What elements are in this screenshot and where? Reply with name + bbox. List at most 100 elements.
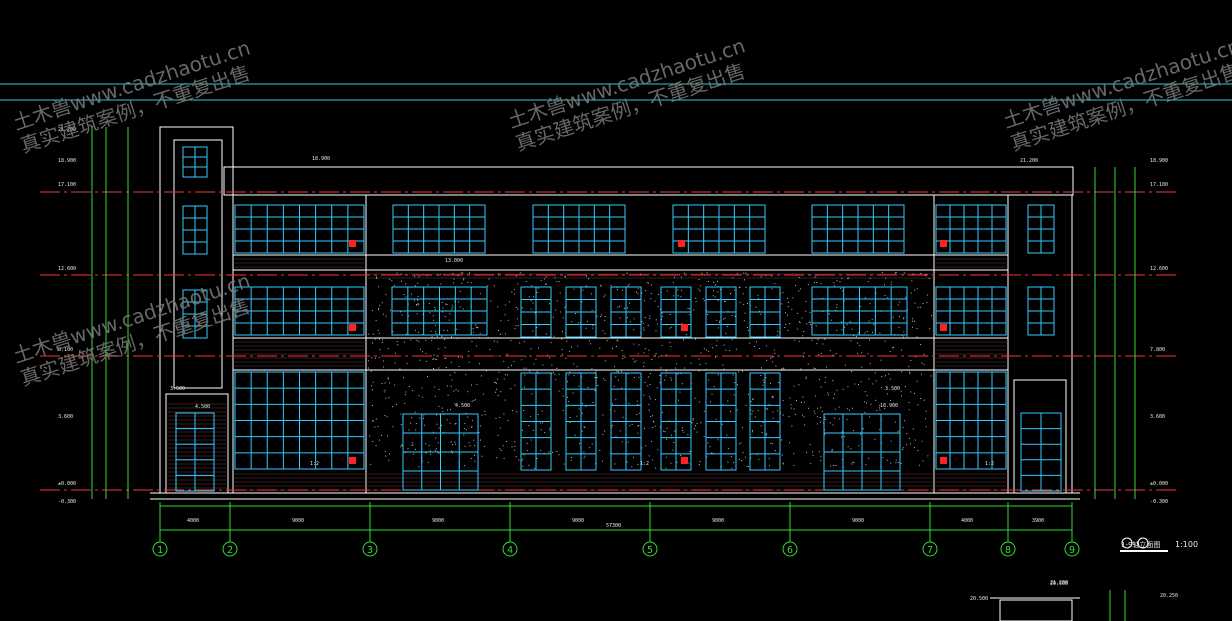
- speckle-dot: [387, 348, 389, 350]
- speckle-dot: [396, 272, 398, 274]
- speckle-dot: [790, 404, 792, 406]
- speckle-dot: [558, 373, 560, 375]
- speckle-dot: [722, 364, 724, 366]
- speckle-dot: [517, 308, 519, 310]
- speckle-dot: [505, 333, 506, 335]
- speckle-dot: [809, 311, 811, 313]
- speckle-dot: [411, 444, 413, 446]
- speckle-dot: [842, 290, 844, 292]
- speckle-dot: [854, 383, 856, 385]
- speckle-dot: [616, 339, 618, 341]
- speckle-dot: [849, 321, 851, 323]
- speckle-dot: [582, 289, 584, 291]
- speckle-dot: [455, 423, 457, 424]
- speckle-dot: [643, 428, 645, 429]
- speckle-dot: [581, 452, 583, 454]
- speckle-dot: [451, 450, 453, 452]
- speckle-dot: [665, 456, 667, 458]
- speckle-dot: [829, 350, 831, 352]
- speckle-dot: [836, 304, 838, 306]
- speckle-dot: [474, 399, 476, 401]
- speckle-dot: [865, 464, 867, 466]
- speckle-dot: [835, 309, 837, 311]
- speckle-dot: [566, 340, 568, 342]
- speckle-dot: [487, 285, 489, 287]
- speckle-dot: [678, 399, 679, 401]
- speckle-dot: [673, 295, 674, 297]
- speckle-dot: [783, 368, 785, 370]
- left-level-label: ±0.000: [58, 481, 76, 487]
- speckle-dot: [573, 363, 575, 365]
- speckle-dot: [372, 420, 374, 422]
- speckle-dot: [733, 462, 735, 463]
- speckle-dot: [923, 354, 925, 356]
- speckle-dot: [768, 458, 770, 460]
- speckle-dot: [622, 358, 624, 360]
- speckle-dot: [760, 276, 762, 278]
- speckle-dot: [735, 348, 737, 350]
- speckle-dot: [372, 420, 373, 422]
- speckle-dot: [597, 385, 599, 386]
- speckle-dot: [573, 288, 575, 290]
- speckle-dot: [770, 357, 772, 359]
- speckle-dot: [540, 429, 542, 431]
- speckle-dot: [847, 446, 849, 448]
- speckle-dot: [523, 367, 525, 369]
- speckle-dot: [384, 389, 386, 391]
- speckle-dot: [530, 439, 532, 441]
- speckle-dot: [400, 273, 402, 275]
- red-marker: [681, 324, 688, 331]
- speckle-dot: [586, 320, 588, 322]
- speckle-dot: [387, 377, 389, 379]
- speckle-dot: [672, 282, 674, 284]
- speckle-dot: [756, 341, 757, 343]
- speckle-dot: [552, 451, 553, 453]
- speckle-dot: [405, 333, 407, 335]
- speckle-dot: [410, 339, 412, 341]
- speckle-dot: [530, 308, 532, 310]
- speckle-dot: [820, 421, 822, 423]
- speckle-dot: [691, 422, 693, 424]
- speckle-dot: [540, 280, 542, 282]
- speckle-dot: [495, 382, 497, 384]
- speckle-dot: [643, 329, 645, 331]
- speckle-dot: [430, 330, 432, 332]
- speckle-dot: [787, 329, 789, 331]
- speckle-dot: [498, 273, 500, 275]
- speckle-dot: [752, 430, 754, 431]
- speckle-dot: [658, 356, 660, 358]
- speckle-dot: [703, 436, 705, 438]
- speckle-dot: [572, 392, 574, 394]
- speckle-dot: [917, 306, 919, 308]
- speckle-dot: [866, 402, 867, 404]
- speckle-dot: [922, 460, 924, 462]
- speckle-dot: [405, 283, 407, 285]
- speckle-dot: [922, 303, 924, 304]
- speckle-dot: [408, 429, 410, 431]
- speckle-dot: [454, 371, 456, 373]
- speckle-dot: [588, 278, 589, 280]
- speckle-dot: [471, 400, 473, 402]
- speckle-dot: [796, 328, 798, 330]
- speckle-dot: [514, 384, 516, 386]
- elevation-label: 4.500: [455, 403, 470, 409]
- speckle-dot: [903, 420, 905, 422]
- speckle-dot: [448, 319, 450, 321]
- speckle-dot: [912, 326, 914, 328]
- speckle-dot: [433, 368, 434, 369]
- speckle-dot: [473, 331, 475, 333]
- speckle-dot: [445, 303, 447, 305]
- speckle-dot: [655, 353, 657, 355]
- speckle-dot: [739, 286, 741, 288]
- speckle-dot: [569, 421, 571, 423]
- speckle-dot: [746, 327, 748, 328]
- slope-label: 1:2: [640, 461, 649, 467]
- axis-label: 5: [647, 545, 653, 556]
- speckle-dot: [766, 407, 768, 409]
- speckle-dot: [654, 425, 656, 427]
- speckle-dot: [536, 292, 538, 293]
- speckle-dot: [400, 311, 402, 313]
- speckle-dot: [846, 419, 848, 421]
- speckle-dot: [454, 443, 456, 445]
- speckle-dot: [514, 293, 516, 295]
